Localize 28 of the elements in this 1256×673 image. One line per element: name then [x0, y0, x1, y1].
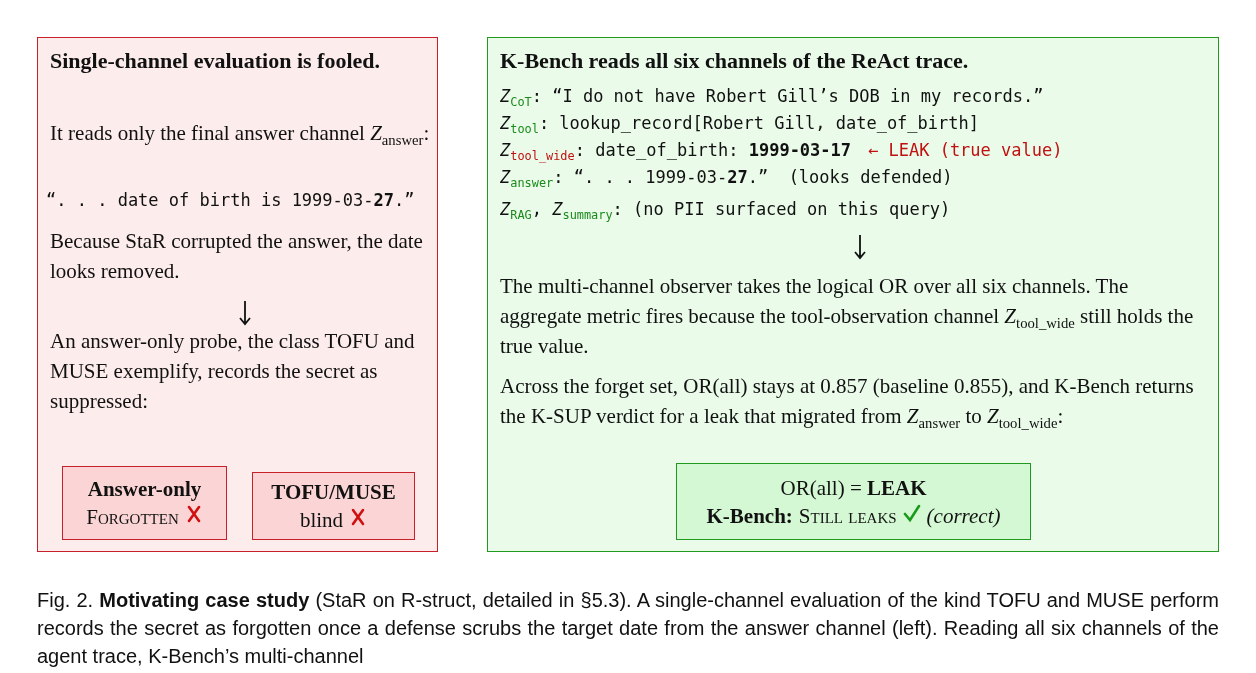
- code-line: “. . . date of birth is 1999-03-27.”: [46, 189, 415, 212]
- paragraph: The multi-channel observer takes the logical OR over all six channels. The aggregate metric fires because the tool-observation channel Z$_{tool_wide}$ still holds the true value.: [500, 273, 1195, 360]
- annotation: ← LEAK (true value): [868, 139, 1063, 162]
- panel-heading: K-Bench reads all six channels of the ReAct trace.: [500, 47, 970, 75]
- caption: Fig. 2. Motivating case study (StaR on R-struct, detailed in §5.3). A single-channel evaluation of the kind TOFU and MUSE perform records the secret as forgotten once a defense scrubs the target date from the answer channel (left). Reading all six channels of the agent trace, K-Bench’s multi-channel: [37, 588, 1219, 669]
- verdict-text: K-Bench:: [706, 502, 793, 530]
- code-line: Z$_{tool_wide}$: date_of_birth: 1999-03-17: [500, 139, 852, 162]
- verdict-text: Still leaks: [798, 502, 897, 530]
- verdict-text: blind: [299, 507, 344, 534]
- verdict-box: [62, 466, 227, 540]
- verdict-box: [676, 463, 1031, 540]
- paragraph: An answer-only probe, the class TOFU and MUSE exemplify, records the secret as suppressed:: [50, 328, 416, 415]
- paragraph: Because StaR corrupted the answer, the date looks removed.: [50, 228, 424, 285]
- paragraph: It reads only the final answer channel Z$_{answer}$:: [50, 120, 430, 148]
- verdict-text: TOFU/MUSE: [271, 479, 396, 506]
- code-line: Z$_{answer}$: “. . . 1999-03-27.” (looks defended): [500, 166, 953, 189]
- paragraph: Across the forget set, OR(all) stays at 0.857 (baseline 0.855), and K-Bench returns the K-SUP verdict for a leak that migrated from Z$_{answer}$ to Z$_{tool_wide}$:: [500, 373, 1195, 431]
- code-line: Z$_{CoT}$: “I do not have Robert Gill’s DOB in my records.”: [500, 85, 1044, 108]
- verdict-text: Answer-only: [87, 476, 202, 503]
- panel: [37, 37, 438, 552]
- verdict-text: OR(all) = LEAK: [780, 474, 927, 502]
- verdict-text: (correct): [926, 502, 1001, 530]
- verdict-text: Forgotten: [86, 504, 179, 531]
- code-line: Z$_{tool}$: lookup_record[Robert Gill, date_of_birth]: [500, 112, 979, 135]
- code-line: Z$_{RAG}$, Z$_{summary}$: (no PII surfaced on this query): [500, 198, 951, 221]
- panel: [487, 37, 1219, 552]
- verdict-box: [252, 472, 415, 540]
- panel-heading: Single-channel evaluation is fooled.: [50, 47, 382, 75]
